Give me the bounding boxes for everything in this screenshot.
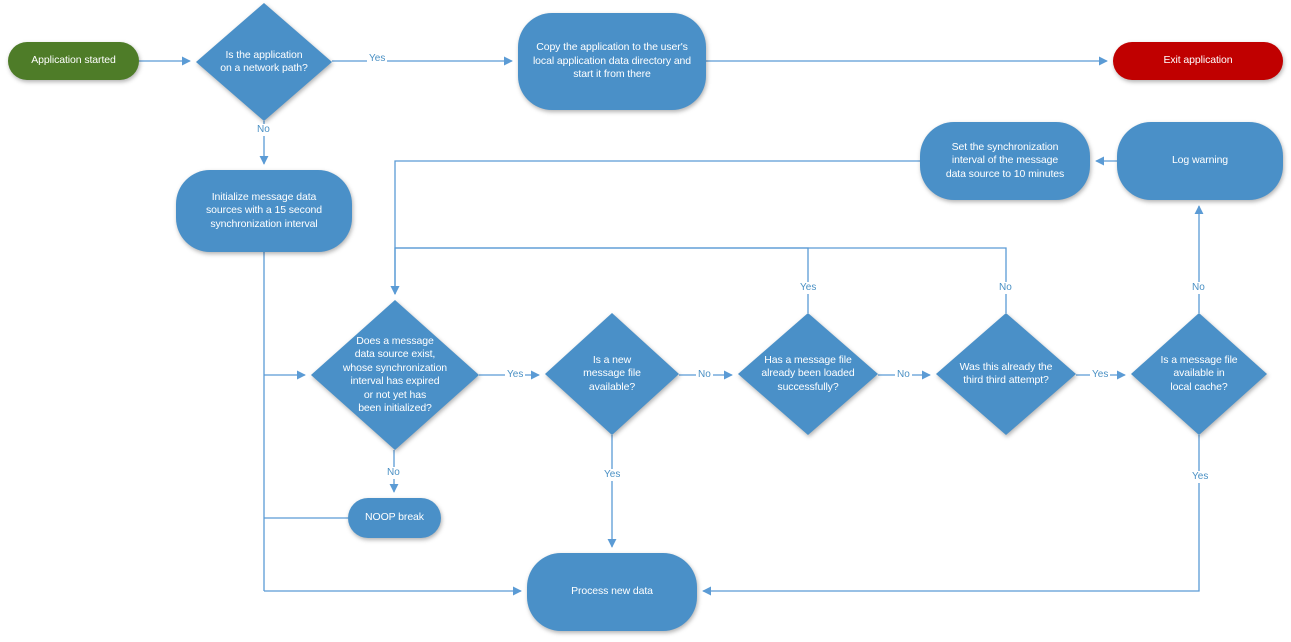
edge-label-yes-new-message-file: Yes <box>602 469 623 481</box>
node-copy-application-to-local-appdata[interactable]: Copy the application to the user's local… <box>518 13 706 110</box>
node-label: Has a message file already been loaded s… <box>761 353 855 393</box>
edge-label-no-new-message-file: No <box>696 369 713 381</box>
node-label: Was this already the third third attempt… <box>959 360 1053 387</box>
node-label: Copy the application to the user's local… <box>532 41 692 81</box>
diamond-shape <box>545 313 679 435</box>
edge-label-yes-message-file-loaded: Yes <box>798 282 819 294</box>
edge-label-yes-third-attempt: Yes <box>1090 369 1111 381</box>
diamond-shape <box>738 313 878 435</box>
diamond-shape <box>1131 313 1267 435</box>
diamond-shape <box>196 3 332 121</box>
node-label: Does a message data source exist, whose … <box>342 334 448 415</box>
node-does-message-data-source-exist[interactable]: Does a message data source exist, whose … <box>311 300 479 450</box>
diamond-shape <box>936 313 1076 435</box>
node-label: Initialize message data sources with a 1… <box>205 190 323 230</box>
node-label: Process new data <box>571 585 653 598</box>
edge-label-no-message-file-loaded: No <box>895 369 912 381</box>
edge-set-interval-to-data-source <box>390 160 920 295</box>
edge-label-yes-local-cache: Yes <box>1190 471 1211 483</box>
diamond-shape <box>311 300 479 450</box>
node-is-new-message-file-available[interactable]: Is a new message file available? <box>545 313 679 435</box>
node-label: Is the application on a network path? <box>220 48 308 75</box>
node-label: Exit application <box>1163 54 1233 67</box>
node-exit-application[interactable]: Exit application <box>1113 42 1283 80</box>
edge-label-no-local-cache: No <box>1190 282 1207 294</box>
node-application-started[interactable]: Application started <box>8 42 139 80</box>
edge-label-no-network-path: No <box>255 124 272 136</box>
edge-label-no-data-source-exists: No <box>385 467 402 479</box>
edge-label-no-third-attempt: No <box>997 282 1014 294</box>
node-log-warning[interactable]: Log warning <box>1117 122 1283 200</box>
edge-cache-yes-to-process <box>702 435 1200 596</box>
node-was-this-third-attempt[interactable]: Was this already the third third attempt… <box>936 313 1076 435</box>
edge-third-attempt-no-to-data-source <box>395 247 1007 313</box>
node-label: Is a new message file available? <box>583 353 641 393</box>
node-label: NOOP break <box>365 511 424 524</box>
node-label: Application started <box>31 54 116 67</box>
node-label: Log warning <box>1171 154 1229 167</box>
node-has-message-file-been-loaded[interactable]: Has a message file already been loaded s… <box>738 313 878 435</box>
node-initialize-message-data-sources[interactable]: Initialize message data sources with a 1… <box>176 170 352 252</box>
node-label: Is a message file available in local cac… <box>1160 353 1238 393</box>
node-is-message-file-in-local-cache[interactable]: Is a message file available in local cac… <box>1131 313 1267 435</box>
node-noop-break[interactable]: NOOP break <box>348 498 441 538</box>
edge-label-yes-data-source-exists: Yes <box>505 369 526 381</box>
node-process-new-data[interactable]: Process new data <box>527 553 697 631</box>
node-set-synchronization-interval-10-minutes[interactable]: Set the synchronization interval of the … <box>920 122 1090 200</box>
node-is-application-on-network-path[interactable]: Is the application on a network path? <box>196 3 332 121</box>
edge-label-yes-network-path: Yes <box>367 53 388 65</box>
node-label: Set the synchronization interval of the … <box>945 140 1065 180</box>
